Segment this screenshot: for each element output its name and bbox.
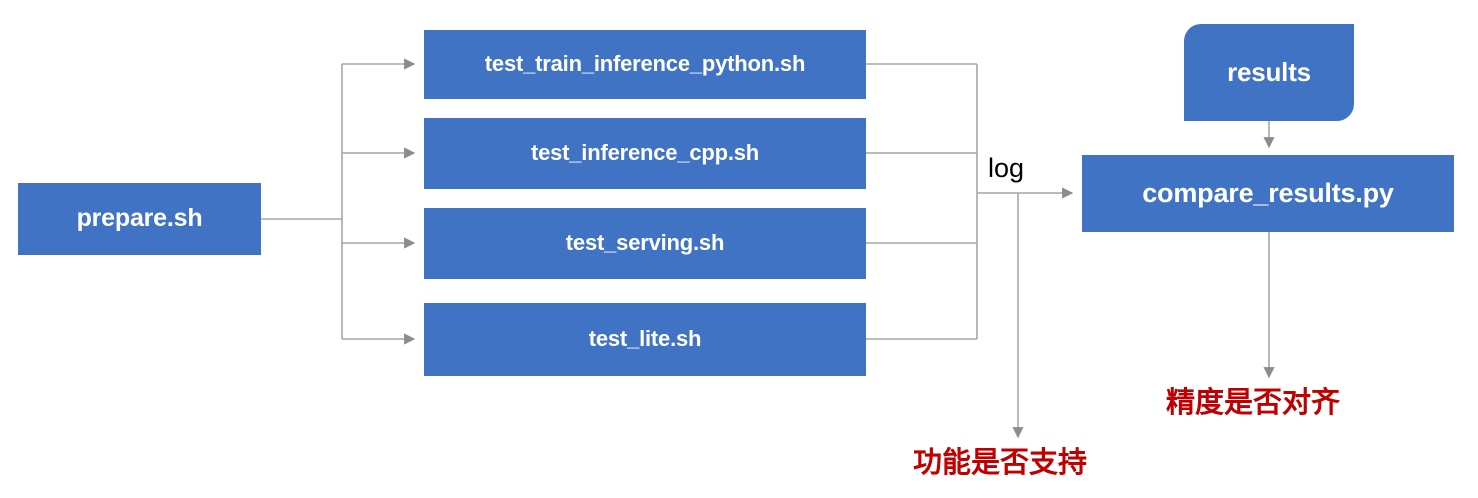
node-test-serving-sh[interactable]: test_serving.sh [424, 208, 866, 279]
node-compare-results-py[interactable]: compare_results.py [1082, 155, 1454, 232]
note-function-supported: 功能是否支持 [913, 447, 1088, 479]
note-precision-aligned: 精度是否对齐 [1166, 387, 1341, 419]
edge-label-log: log [988, 153, 1025, 183]
node-test-lite-sh[interactable]: test_lite.sh [424, 303, 866, 376]
node-test-inference-cpp-sh[interactable]: test_inference_cpp.sh [424, 118, 866, 189]
node-test-train-inference-python-sh[interactable]: test_train_inference_python.sh [424, 30, 866, 99]
node-prepare-sh[interactable]: prepare.sh [18, 183, 261, 255]
node-results[interactable]: results [1184, 24, 1354, 121]
